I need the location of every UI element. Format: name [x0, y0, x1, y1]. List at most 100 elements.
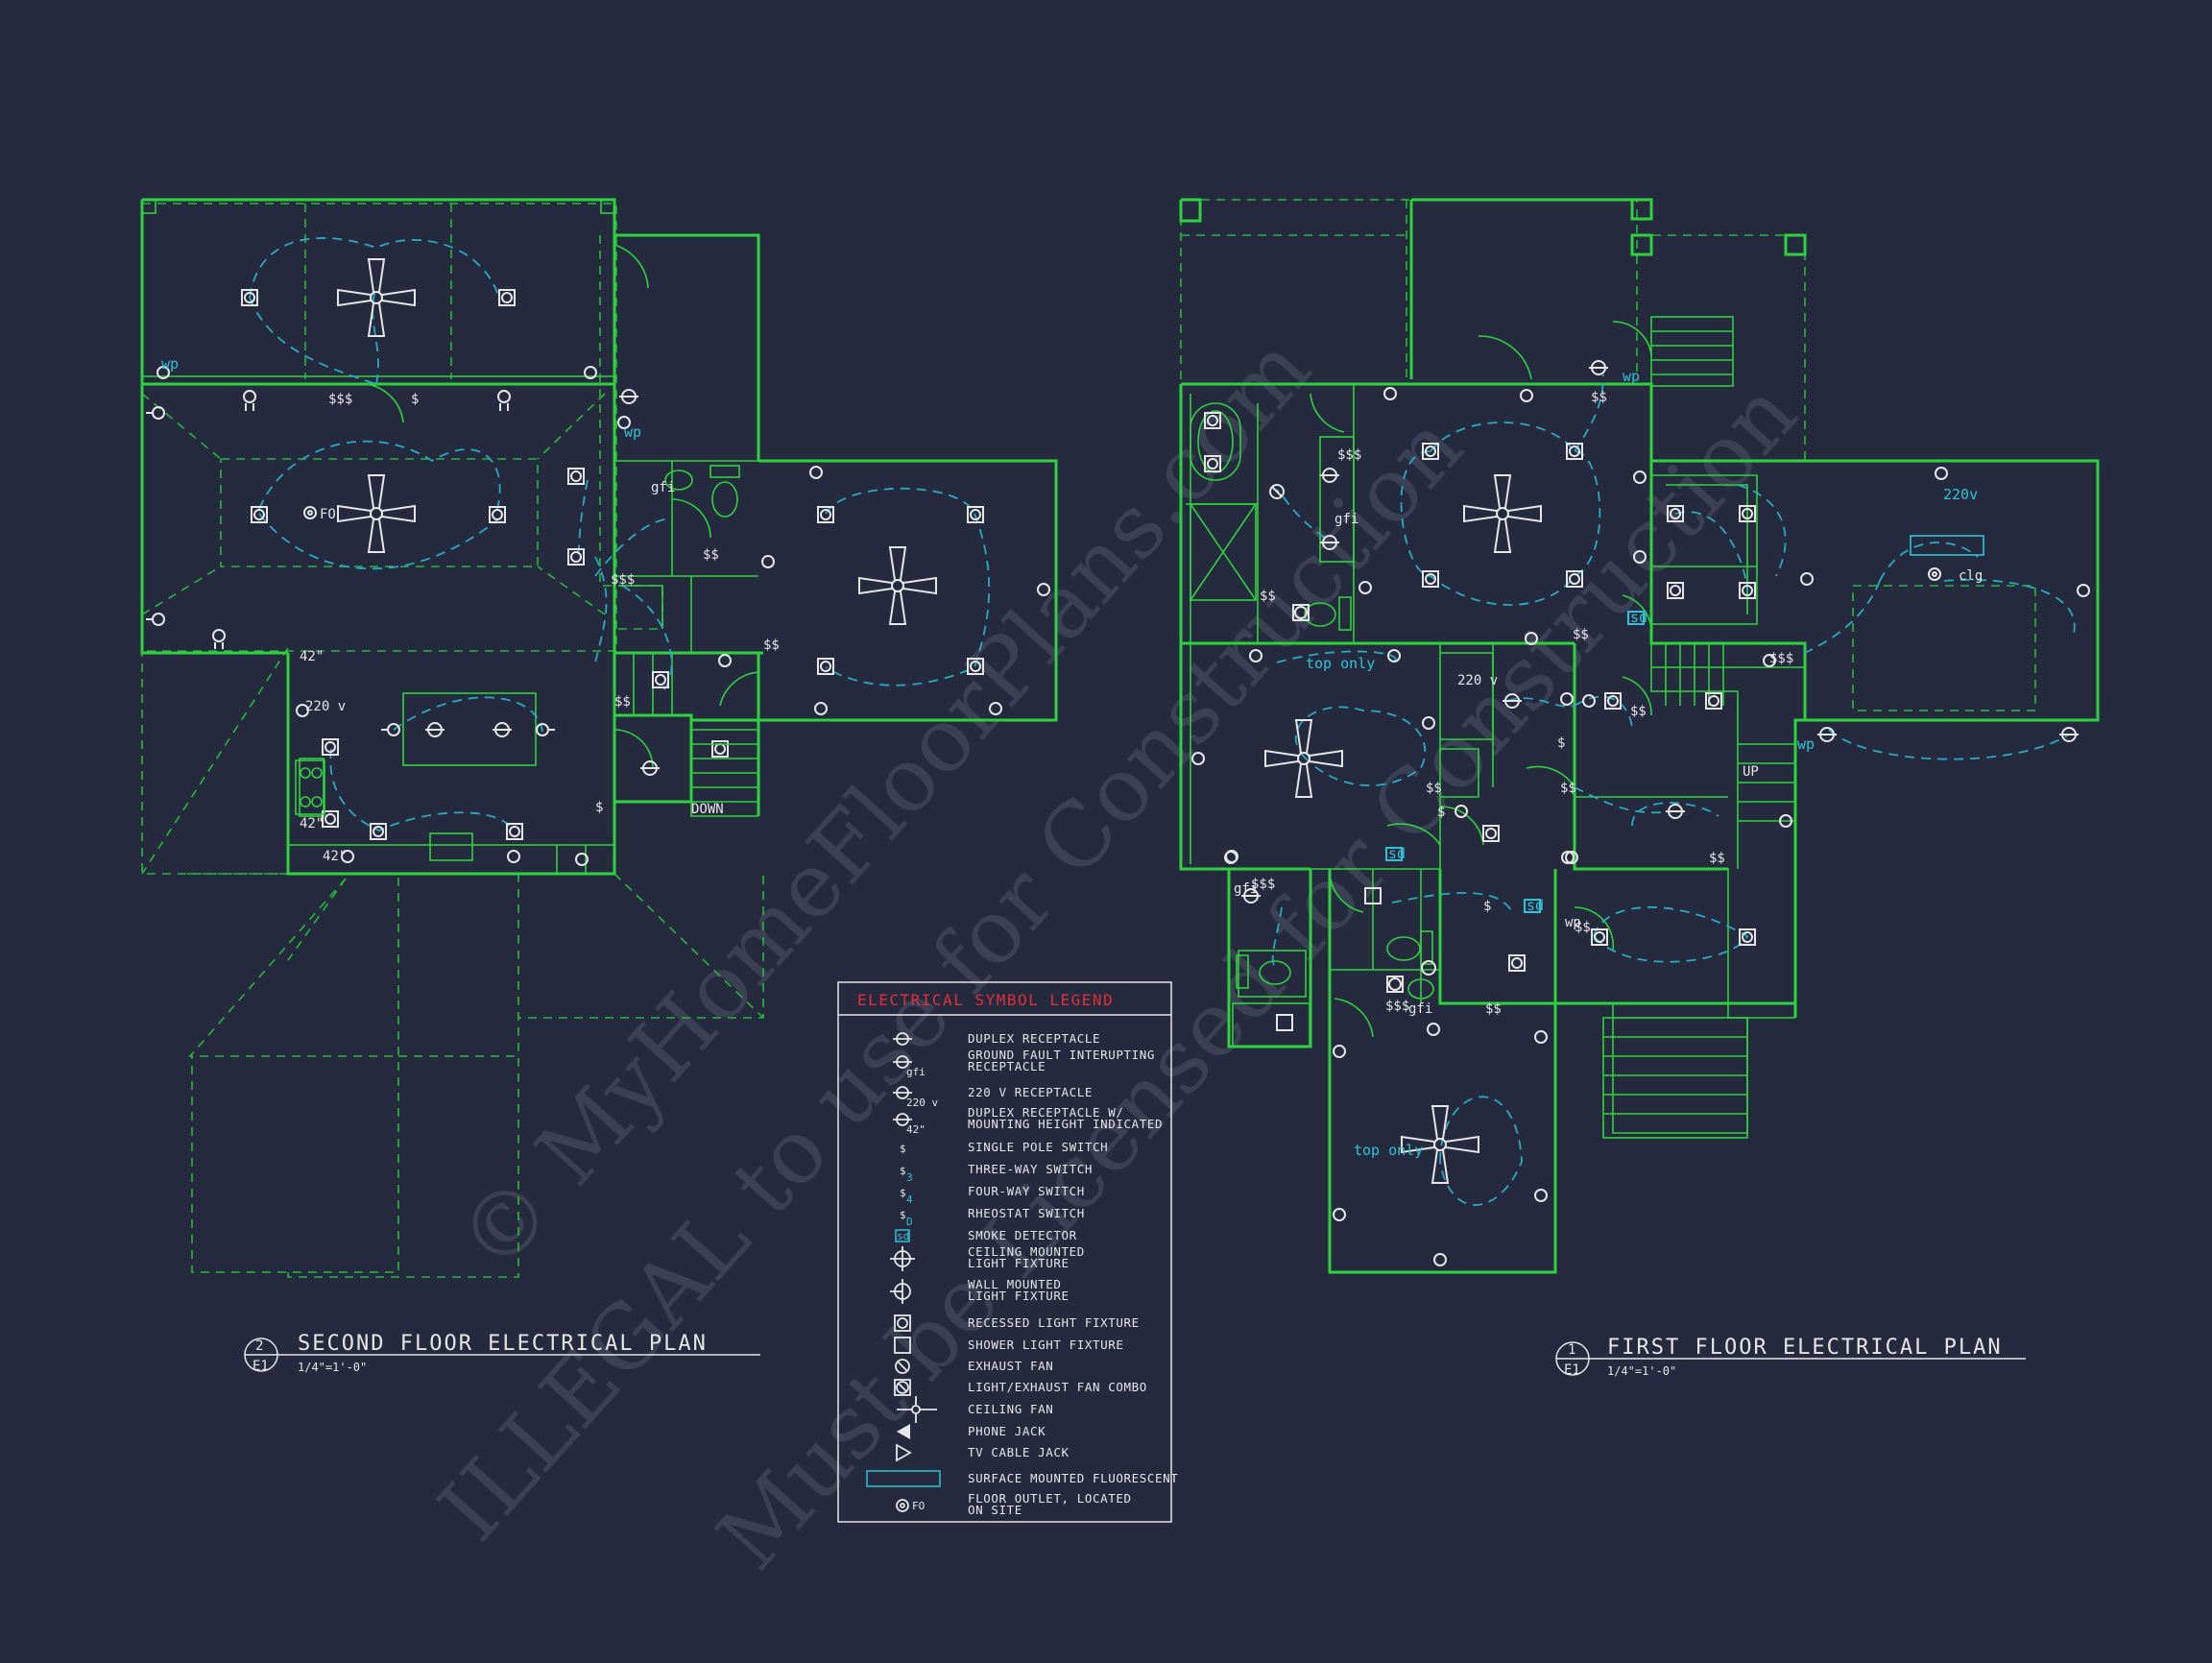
recessed-light-icon	[1422, 443, 1439, 460]
recessed-light-icon	[1204, 455, 1221, 472]
gfi-label: gfi	[1408, 1001, 1432, 1017]
recessed-light-icon	[1739, 928, 1756, 946]
stair-up-label: UP	[1743, 764, 1759, 780]
stairs	[691, 729, 758, 803]
wp-label: wp	[1565, 915, 1581, 930]
recessed-light-icon	[652, 671, 669, 688]
switch-label: $$	[614, 694, 631, 710]
svg-text:$: $	[900, 1143, 906, 1155]
tv-jack-icon	[896, 1443, 912, 1462]
duplex-receptacle-icon	[212, 629, 226, 649]
plan-scale: 1/4"=1'-0"	[1607, 1364, 1676, 1378]
switch-label: $$$	[1337, 447, 1361, 463]
duplex-receptacle-icon	[1763, 654, 1776, 667]
switch-label: $	[1483, 899, 1491, 914]
legend-label: PHONE JACK	[968, 1424, 1046, 1438]
duplex-receptacle-icon	[761, 555, 775, 568]
recessed-light-icon	[506, 823, 523, 840]
duplex-receptacle-icon	[1633, 470, 1647, 484]
switch-label: $$	[1630, 704, 1647, 719]
svg-text:gfi: gfi	[906, 1066, 926, 1078]
duplex-receptacle-icon	[1333, 1045, 1346, 1058]
legend-row: EXHAUST FAN	[895, 1359, 1053, 1374]
plan-title: SECOND FLOOR ELECTRICAL PLAN	[298, 1332, 708, 1356]
walls	[1179, 198, 2100, 1274]
wp-label: wp	[624, 423, 641, 441]
legend-label-line2: LIGHT FIXTURE	[968, 1256, 1070, 1270]
switch-label: $	[595, 800, 603, 815]
recessed-light-icon	[1604, 692, 1622, 710]
220v-label: 220 v	[305, 699, 346, 714]
duplex-receptacle-icon	[1387, 649, 1401, 663]
legend-label: GROUND FAULT INTERUPTING	[968, 1048, 1155, 1062]
floor-outlet-icon: FO	[896, 1499, 925, 1512]
duplex-receptacle-icon	[2077, 584, 2090, 597]
duplex-receptacle-icon	[243, 390, 256, 411]
recessed-light-icon	[1739, 505, 1756, 522]
duplex-receptacle-icon	[1427, 1023, 1440, 1036]
svg-text:$: $	[900, 1187, 906, 1199]
legend-label-line2: LIGHT FIXTURE	[968, 1289, 1070, 1303]
fixtures	[146, 258, 1050, 866]
shower-light-icon	[1364, 887, 1382, 904]
duplex-receptacle-icon	[1333, 1208, 1346, 1221]
legend-label: RHEOSTAT SWITCH	[968, 1206, 1085, 1220]
switch-label: $$$	[1769, 651, 1793, 666]
legend-row: SHOWER LIGHT FIXTURE	[894, 1337, 1123, 1354]
legend-label-line2: ON SITE	[968, 1503, 1022, 1517]
duplex-receptacle-icon	[1383, 387, 1397, 400]
wp-label: wp	[1623, 368, 1640, 385]
legend-label: SMOKE DETECTOR	[968, 1228, 1077, 1242]
switch-label: $$$	[1251, 877, 1275, 892]
wall-light-icon	[640, 760, 660, 776]
gfi-label: gfi	[651, 480, 675, 495]
recessed-light-icon	[1204, 412, 1221, 429]
duplex-receptacle-icon	[1534, 1189, 1548, 1202]
recessed-light-icon	[1591, 928, 1608, 946]
duplex-receptacle-icon	[1779, 814, 1792, 828]
recessed-light-icon	[967, 506, 984, 523]
svg-text:220 v: 220 v	[906, 1097, 938, 1109]
duplex-receptacle-icon	[814, 702, 828, 715]
duplex-receptacle-icon	[1560, 692, 1574, 706]
floor-outlet-icon	[1928, 567, 1941, 581]
gfi-label: gfi	[1234, 881, 1258, 897]
duplex-receptacle-icon	[1800, 572, 1814, 586]
recessed-light-icon	[322, 810, 339, 828]
recessed-light-icon	[1422, 570, 1439, 588]
recessed-light-icon	[1705, 692, 1722, 710]
plan-number: 1	[1568, 1342, 1575, 1358]
recessed-light-icon	[489, 506, 506, 523]
recessed-light-icon	[1566, 570, 1583, 588]
svg-text:4: 4	[906, 1193, 913, 1206]
duplex-receptacle-icon	[718, 654, 732, 667]
recessed-light-icon	[1508, 954, 1526, 972]
height-label: 42"	[300, 649, 324, 664]
ceiling-fan-icon	[897, 1396, 937, 1423]
legend-label: FOUR-WAY SWITCH	[968, 1184, 1085, 1198]
duplex-receptacle-icon	[1633, 550, 1647, 564]
switch-label: $$	[1560, 781, 1576, 796]
smoke-detector-icon	[1627, 611, 1645, 625]
plan-title: FIRST FLOOR ELECTRICAL PLAN	[1607, 1336, 2003, 1360]
duplex-receptacle-icon	[146, 613, 165, 626]
legend-label: EXHAUST FAN	[968, 1359, 1053, 1373]
light-exhaust-combo-icon	[1292, 604, 1310, 621]
height-receptacle-icon: 42"	[893, 1113, 926, 1136]
sink-icon	[664, 470, 693, 491]
single-pole-switch-icon: $	[900, 1143, 906, 1155]
duplex-receptacle-icon	[536, 723, 555, 736]
recessed-light-icon	[1739, 582, 1756, 599]
rheostat-switch-icon: $D	[900, 1209, 913, 1228]
switch-label: $	[1437, 805, 1445, 820]
stair-down-label: DOWN	[691, 802, 724, 817]
wall-light-icon	[1320, 535, 1339, 550]
recessed-light-icon	[567, 468, 585, 485]
second-floor-title-block: 2 E1 SECOND FLOOR ELECTRICAL PLAN 1/4"=1…	[244, 1332, 760, 1374]
duplex-receptacle-icon	[146, 406, 165, 420]
height-label: 42"	[323, 849, 347, 864]
duplex-receptacle-icon	[1520, 389, 1533, 402]
